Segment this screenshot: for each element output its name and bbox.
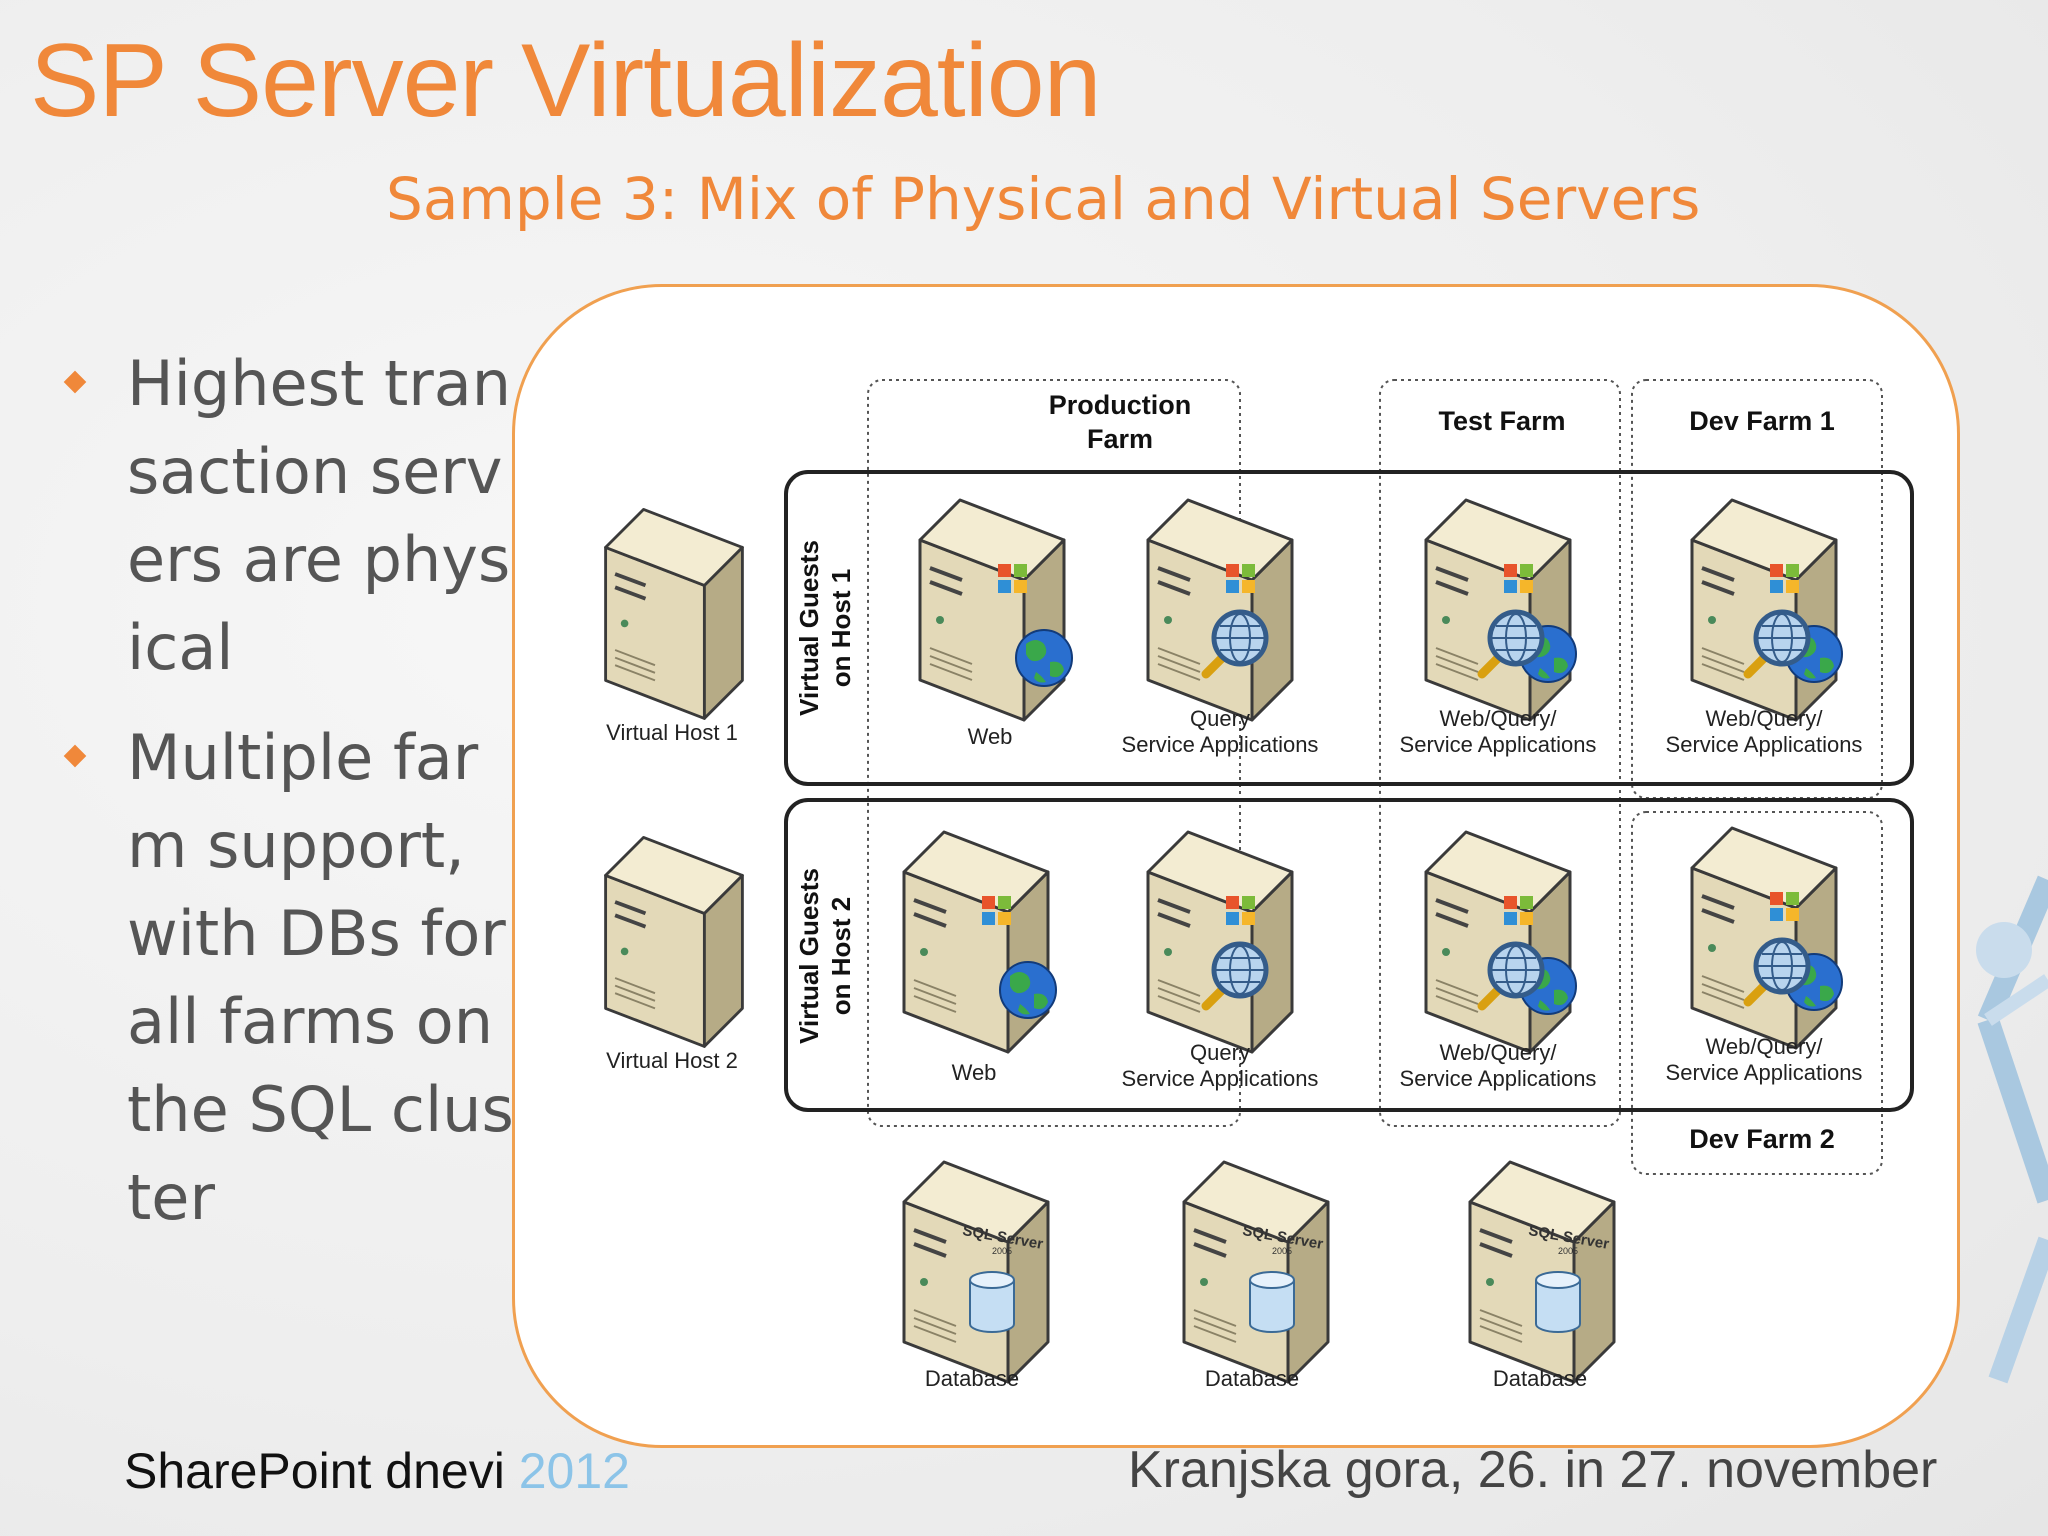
bullet-item: Highest transaction servers are physical bbox=[55, 340, 515, 692]
virtual-host-1-server-icon bbox=[603, 507, 745, 721]
web-query-label: Service Applications bbox=[1400, 1066, 1597, 1091]
svg-text:Virtual Guests: Virtual Guests bbox=[794, 540, 824, 716]
test-farm-box bbox=[1379, 379, 1621, 1127]
svg-text:2005: 2005 bbox=[1272, 1246, 1292, 1256]
host1-guests-label: Virtual Guests on Host 1 bbox=[794, 540, 856, 716]
dev-farm-1-label: Dev Farm 1 bbox=[1689, 406, 1835, 436]
host2-guests-label: Virtual Guests on Host 2 bbox=[794, 868, 856, 1044]
database-cylinder-icon bbox=[969, 1271, 1015, 1333]
database-label: Database bbox=[1493, 1366, 1587, 1391]
web-server-icon bbox=[918, 498, 1073, 722]
bullet-diamond-icon bbox=[63, 744, 87, 768]
host2-guests-box bbox=[784, 798, 1914, 1112]
web-query-label: Web/Query/ bbox=[1440, 1040, 1558, 1065]
dev-farm-2-box bbox=[1631, 811, 1883, 1175]
svg-text:on Host 1: on Host 1 bbox=[826, 569, 856, 687]
web-query-label: Service Applications bbox=[1666, 732, 1863, 757]
architecture-diagram: Production Farm Test Farm Dev Farm 1 Dev… bbox=[603, 379, 1914, 1391]
decorative-network-graphic bbox=[1976, 875, 2048, 1384]
web-label: Web bbox=[968, 724, 1013, 749]
web-query-label: Web/Query/ bbox=[1440, 706, 1558, 731]
database-label: Database bbox=[1205, 1366, 1299, 1391]
bullet-text: Highest transaction servers are physical bbox=[127, 347, 512, 684]
virtual-host-2-server-icon bbox=[603, 835, 745, 1049]
bullet-item: Multiple farm support, with DBs for all … bbox=[55, 714, 515, 1242]
svg-text:on Host 2: on Host 2 bbox=[826, 897, 856, 1015]
host1-guests-box bbox=[784, 470, 1914, 786]
query-server-icon bbox=[1146, 830, 1294, 1054]
database-cylinder-icon bbox=[1249, 1271, 1295, 1333]
query-label: Service Applications bbox=[1122, 1066, 1319, 1091]
sql-database-server-icon: SQL Server 2005 bbox=[1182, 1160, 1330, 1384]
production-farm-label: Production bbox=[1049, 390, 1192, 420]
sql-database-server-icon: SQL Server 2005 bbox=[902, 1160, 1050, 1384]
web-query-label: Web/Query/ bbox=[1706, 1034, 1824, 1059]
footer-event-name: SharePoint dnevi bbox=[124, 1443, 505, 1499]
bullet-diamond-icon bbox=[63, 370, 87, 394]
production-farm-label: Farm bbox=[1087, 424, 1153, 454]
dev1-server-icon bbox=[1690, 498, 1843, 722]
dev-farm-2-label: Dev Farm 2 bbox=[1689, 1124, 1835, 1154]
test-server-icon bbox=[1424, 498, 1577, 722]
virtual-host-2-label: Virtual Host 2 bbox=[606, 1048, 738, 1073]
query-server-icon bbox=[1146, 498, 1294, 722]
dev2-server-icon bbox=[1690, 826, 1843, 1050]
database-cylinder-icon bbox=[1535, 1271, 1581, 1333]
web-query-label: Service Applications bbox=[1400, 732, 1597, 757]
test-server-icon bbox=[1424, 830, 1577, 1054]
svg-text:Virtual Guests: Virtual Guests bbox=[794, 868, 824, 1044]
web-server-icon bbox=[902, 830, 1057, 1054]
globe-icon bbox=[999, 961, 1057, 1019]
web-query-label: Web/Query/ bbox=[1706, 706, 1824, 731]
globe-icon bbox=[1015, 629, 1073, 687]
test-farm-label: Test Farm bbox=[1438, 406, 1565, 436]
dev-farm-1-box bbox=[1631, 379, 1883, 799]
footer-year: 2012 bbox=[518, 1443, 630, 1499]
svg-text:2005: 2005 bbox=[1558, 1246, 1578, 1256]
query-label: Query bbox=[1190, 706, 1250, 731]
web-query-label: Service Applications bbox=[1666, 1060, 1863, 1085]
slide-subtitle: Sample 3: Mix of Physical and Virtual Se… bbox=[386, 165, 1701, 233]
slide-title: SP Server Virtualization bbox=[30, 23, 1101, 139]
query-label: Query bbox=[1190, 1040, 1250, 1065]
web-label: Web bbox=[952, 1060, 997, 1085]
bullet-text: Multiple farm support, with DBs for all … bbox=[127, 721, 514, 1234]
bullet-list: Highest transaction servers are physical… bbox=[55, 340, 515, 1264]
database-label: Database bbox=[925, 1366, 1019, 1391]
footer-location-date: Kranjska gora, 26. in 27. november bbox=[1128, 1441, 1938, 1499]
virtual-host-1-label: Virtual Host 1 bbox=[606, 720, 738, 745]
footer-event: SharePoint dnevi 2012 bbox=[124, 1442, 630, 1500]
query-label: Service Applications bbox=[1122, 732, 1319, 757]
sql-database-server-icon: SQL Server 2005 bbox=[1468, 1160, 1616, 1384]
svg-text:2005: 2005 bbox=[992, 1246, 1012, 1256]
